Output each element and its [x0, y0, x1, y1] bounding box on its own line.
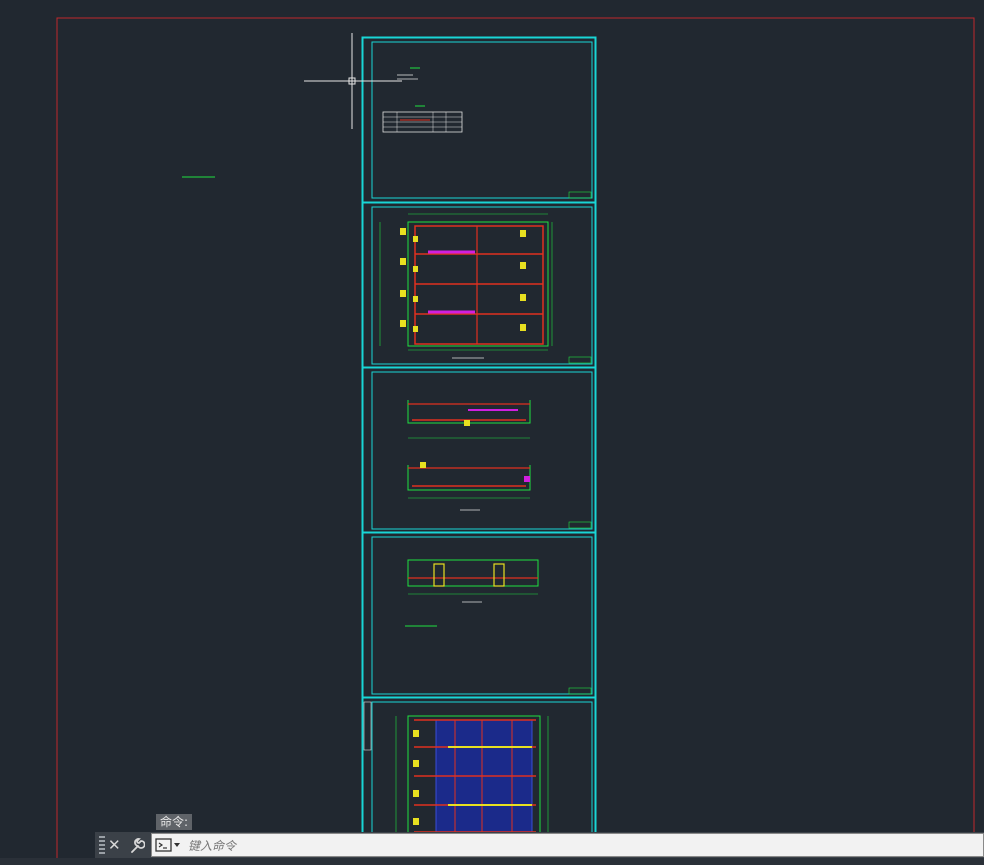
sheet-2[interactable]	[362, 202, 596, 368]
command-input-container	[151, 833, 984, 857]
crosshair-cursor	[304, 33, 402, 129]
sheet-1[interactable]	[362, 37, 596, 203]
sheet-4[interactable]	[362, 532, 596, 698]
command-prompt-icon[interactable]	[155, 837, 181, 853]
command-line-bar: ✕	[95, 832, 984, 858]
wrench-icon[interactable]	[129, 835, 146, 855]
command-input[interactable]	[186, 836, 979, 856]
drag-handle[interactable]	[99, 836, 105, 854]
status-strip	[0, 858, 984, 865]
sheet-5[interactable]	[362, 697, 596, 865]
layout-boundary	[56, 17, 975, 865]
sheet-strip-outline	[361, 36, 597, 865]
command-history-label: 命令:	[156, 814, 193, 830]
close-icon[interactable]: ✕	[108, 836, 121, 854]
sheet-3[interactable]	[362, 367, 596, 533]
